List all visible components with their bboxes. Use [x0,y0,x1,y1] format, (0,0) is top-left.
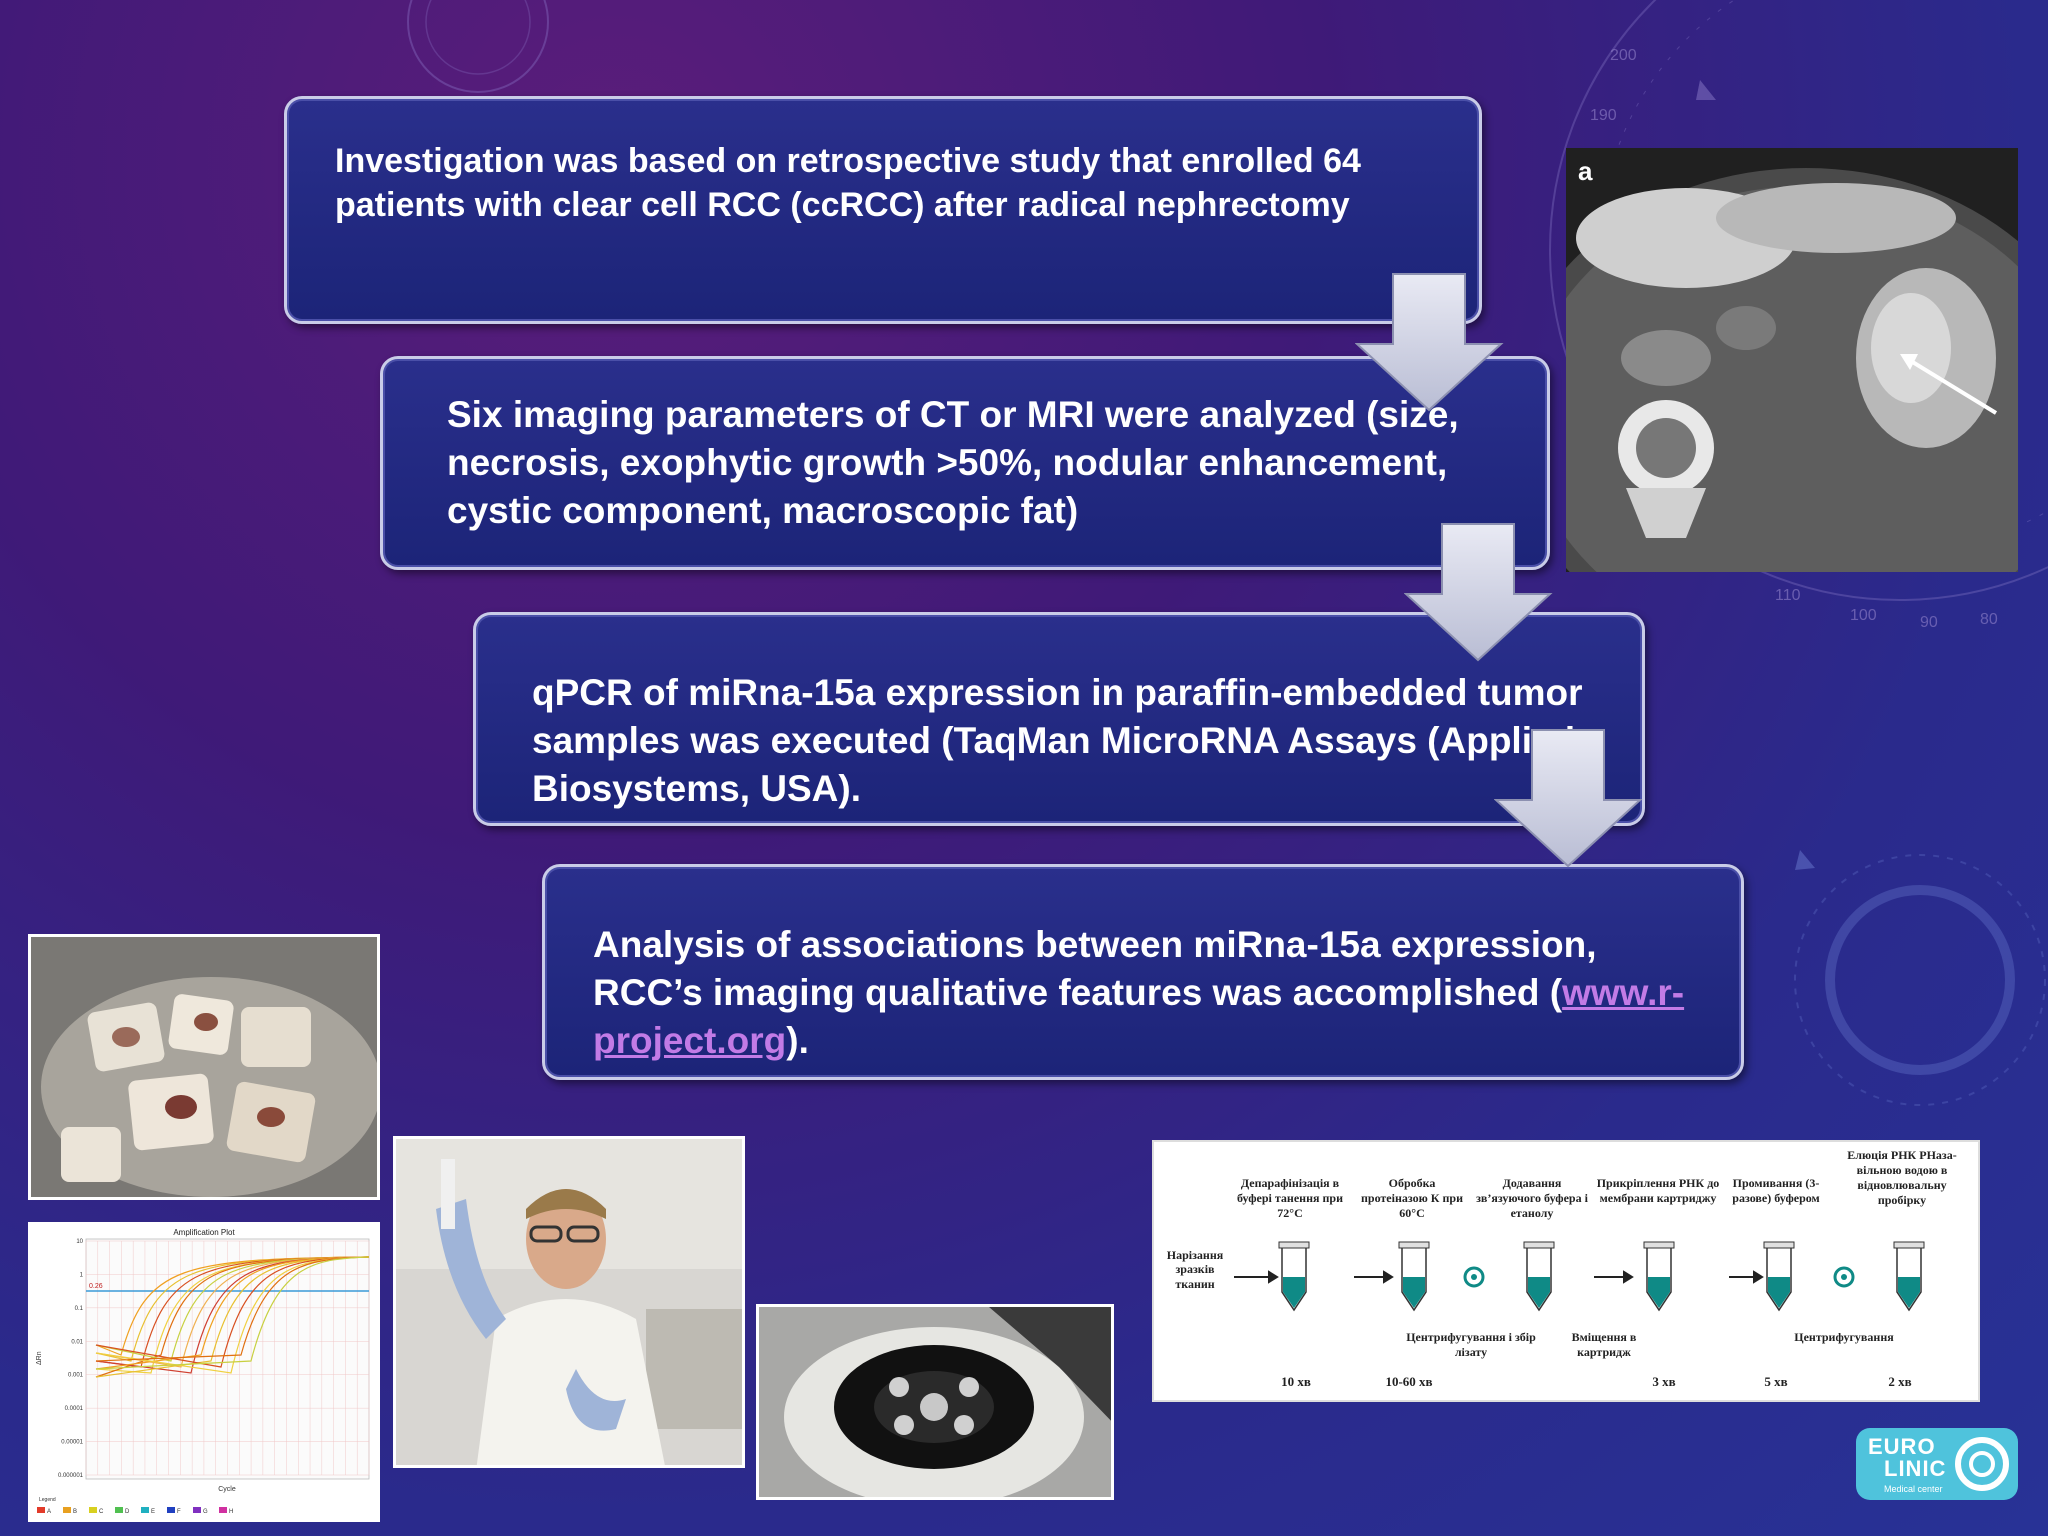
legend-swatch [219,1507,227,1513]
paraffin-blocks-photo [28,934,380,1200]
step-box-4: Analysis of associations between miRna-1… [542,864,1744,1080]
arrow-icon [1234,1270,1279,1284]
protocol-step-label: Центрифугування і збір лізату [1406,1330,1536,1359]
threshold-label: 0.26 [89,1283,103,1290]
protocol-time: 2 хв [1888,1374,1912,1389]
centrifuge-photo [756,1304,1114,1500]
legend-swatch [89,1507,97,1513]
legend-swatch [167,1507,175,1513]
legend-label: B [73,1509,77,1515]
dial-number: 190 [1590,107,1617,124]
legend-swatch [37,1507,45,1513]
dial-number: 110 [1775,587,1801,604]
centrifuge-rotor-icon [1833,1266,1855,1288]
plot-ylabel: ΔRn [36,1351,43,1365]
plot-ytick-label: 0.001 [68,1373,84,1379]
dial-number: 100 [1850,607,1877,624]
down-arrow-icon [1404,523,1553,662]
legend-label: G [203,1509,208,1515]
centrifuge-rotor-icon [1463,1266,1485,1288]
dial-number: 200 [1610,47,1637,64]
arrow-icon [1729,1270,1764,1284]
legend-label: F [177,1509,181,1515]
plot-ytick-label: 0.0001 [65,1406,84,1412]
legend-swatch [63,1507,71,1513]
protocol-time: 10-60 хв [1385,1374,1433,1389]
legend-label: E [151,1509,155,1515]
tube-icon [1278,1241,1310,1312]
protocol-step-label: Елюція РНК РНаза-вільною водою в відновл… [1847,1148,1957,1207]
plot-xlabel: Cycle [218,1486,236,1493]
protocol-step-label: Промивання (3-разове) буфером [1732,1176,1820,1205]
step-box-2: Six imaging parameters of CT or MRI were… [380,356,1550,570]
plot-title: Amplification Plot [173,1228,235,1237]
legend-label: A [47,1509,51,1515]
arrow-icon [1594,1270,1634,1284]
tube-icon [1643,1241,1675,1312]
euroclinic-logo[interactable]: EURO LINIC Medical center [1856,1428,2018,1500]
protocol-time: 5 хв [1764,1374,1788,1389]
tube-icon [1523,1241,1555,1312]
protocol-tubes [1234,1241,1925,1312]
logo-target-icon [1955,1437,2009,1491]
step-box-1: Investigation was based on retrospective… [284,96,1482,324]
protocol-step-label: Депарафінізація в буфері танення при 72°… [1237,1176,1343,1220]
plot-ytick-label: 0.000001 [58,1473,84,1479]
protocol-time: 10 хв [1281,1374,1311,1389]
dial-number: 90 [1920,614,1938,631]
protocol-time: 3 хв [1652,1374,1676,1389]
plot-ytick-label: 0.00001 [61,1440,83,1446]
down-arrow-icon [1355,273,1504,412]
step-1-text: Investigation was based on retrospective… [335,142,1361,225]
legend-title: Legend [39,1497,56,1503]
ct-panel-label: a [1578,156,1593,186]
amplification-curve [95,1256,370,1370]
plot-ytick-label: 0.01 [71,1339,83,1345]
logo-wordmark: EURO LINIC [1868,1434,1947,1481]
legend-label: D [125,1509,130,1515]
legend-label: H [229,1509,233,1515]
rna-extraction-protocol-diagram: Нарізання зразків тканин Депарафінізація… [1152,1140,1980,1402]
step-3-text: qPCR of miRna-15a expression in paraffin… [532,672,1583,810]
protocol-step-label: Обробка протеіназою К при 60°C [1360,1176,1464,1220]
step-2-text: Six imaging parameters of CT or MRI were… [447,394,1459,532]
plot-ytick-label: 10 [76,1239,83,1245]
protocol-step-label: Вміщення в картридж [1571,1330,1637,1359]
protocol-step-label: Додавання зв’язуючого буфера і етанолу [1476,1176,1588,1220]
amplification-plot: Amplification Plot 10 1 0.1 0.01 0.001 0.0001… [28,1222,380,1522]
r-project-link[interactable]: www.r-project.org [593,972,1685,1062]
step-4-text: Analysis of associations between miRna-1… [593,924,1685,1062]
step-box-3: qPCR of miRna-15a expression in paraffin… [473,612,1645,826]
dial-number: 80 [1980,611,1998,628]
legend-label: C [99,1509,104,1515]
legend-swatch [141,1507,149,1513]
down-arrow-icon [1494,729,1643,868]
tube-icon [1398,1241,1430,1312]
logo-subtitle: Medical center [1884,1484,1943,1494]
tube-icon [1763,1241,1795,1312]
legend-swatch [115,1507,123,1513]
protocol-start-label: Нарізання зразків тканин [1166,1248,1224,1291]
tube-icon [1893,1241,1925,1312]
legend-swatch [193,1507,201,1513]
protocol-step-label: Центрифугування [1794,1330,1894,1344]
protocol-step-label: Прикріплення РНК до мембрани картриджу [1596,1176,1720,1205]
arrow-icon [1354,1270,1394,1284]
plot-ytick-label: 1 [80,1272,84,1278]
researcher-photo [393,1136,745,1468]
ct-scan-image: a [1566,148,2018,572]
plot-ytick-label: 0.1 [75,1306,84,1312]
